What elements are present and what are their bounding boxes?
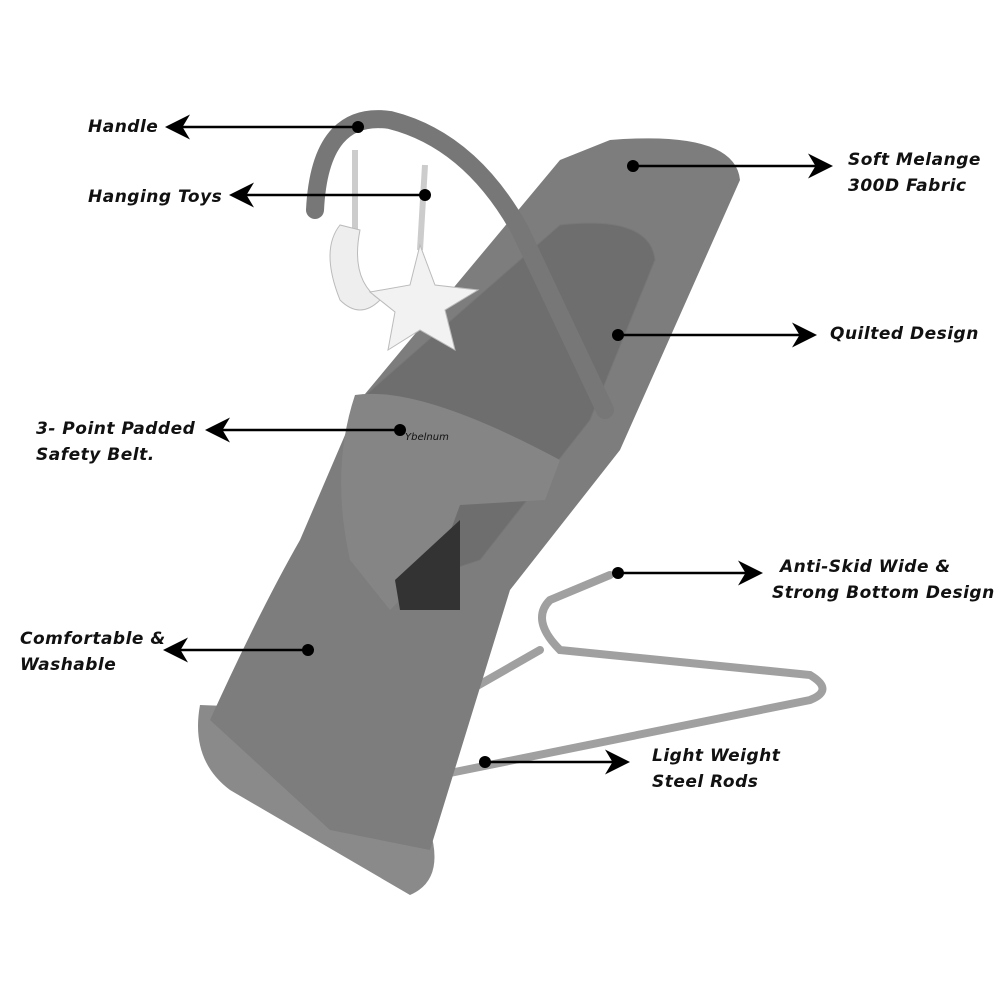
safety-belt [341, 393, 560, 610]
brand-logo: Ybelnum [405, 432, 449, 443]
label-belt-1: 3- Point Padded [36, 419, 196, 439]
label-comfort-1: Comfortable & [20, 629, 166, 649]
label-rods-2: Steel Rods [652, 772, 759, 792]
label-fabric-1: Soft Melange [848, 150, 981, 170]
label-antiskid-1: Anti-Skid Wide & [780, 557, 951, 577]
label-belt-2: Safety Belt. [36, 445, 155, 465]
hanging-toys [329, 150, 480, 352]
label-quilted: Quilted Design [830, 324, 979, 344]
label-handle: Handle [88, 117, 159, 137]
label-fabric-2: 300D Fabric [848, 176, 967, 196]
steel-frame [436, 571, 827, 779]
label-comfort-2: Washable [20, 655, 117, 675]
handle-arch [306, 110, 614, 419]
label-antiskid-2: Strong Bottom Design [772, 583, 995, 603]
callout-arrows [163, 114, 833, 775]
label-rods-1: Light Weight [652, 746, 781, 766]
label-hanging-toys: Hanging Toys [88, 187, 223, 207]
